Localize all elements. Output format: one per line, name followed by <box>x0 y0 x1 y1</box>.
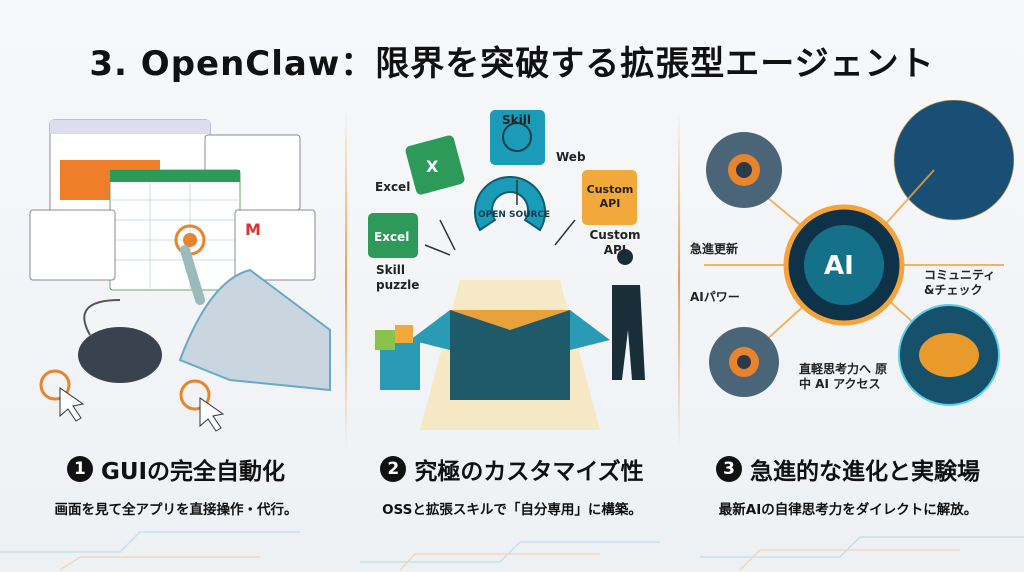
number-badge: 3 <box>716 456 742 482</box>
label-ai-power: AIパワー <box>690 290 740 304</box>
section-heading: 急進的な進化と実験場 <box>750 459 980 485</box>
section-heading: GUIの完全自動化 <box>100 459 286 485</box>
circuit-decoration <box>0 531 1024 571</box>
excel-puzzle-piece <box>405 135 465 195</box>
label-excel: Excel <box>375 180 411 194</box>
svg-text:X: X <box>426 157 439 176</box>
label-direct-access: 直軽思考力へ 原中 AI アクセス <box>799 362 888 391</box>
label-ai: AI <box>824 251 854 281</box>
mouse-icon <box>78 327 162 383</box>
person-silhouette <box>612 249 645 380</box>
section-description: OSSと拡張スキルで「自分専用」に構築。 <box>382 502 642 518</box>
section-description: 画面を見て全アプリを直接操作・代行。 <box>54 502 298 518</box>
excel-skill-puzzle-piece <box>368 213 418 258</box>
section-heading: 究極のカスタマイズ性 <box>414 459 644 485</box>
svg-text:M: M <box>245 220 261 239</box>
label-rapid-update: 急進更新 <box>690 242 739 256</box>
label-web: Web <box>556 150 586 164</box>
cursor-icon <box>199 397 225 432</box>
section-3-caption: 3 急進的な進化と実験場 最新AIの自律思考力をダイレクトに解放。 <box>678 452 1018 518</box>
customization-illustration: X Skill Web Excel Excel Skill puzzle Cus… <box>350 100 680 440</box>
cursor-icon <box>59 387 85 422</box>
section-description: 最新AIの自律思考力をダイレクトに解放。 <box>718 502 978 518</box>
label-custom-api-piece: Custom API <box>586 183 634 210</box>
spreadsheet-window <box>109 169 241 291</box>
open-source-logo <box>474 175 546 232</box>
globe-icon <box>502 122 532 152</box>
label-skill-puzzle: Skill puzzle <box>376 263 420 292</box>
label-open-source: OPEN SOURCE <box>478 210 551 220</box>
label-community: コミュニティ &チェック <box>924 268 996 297</box>
label-excel-piece: Excel <box>374 230 410 244</box>
page-title: 3. OpenClaw：限界を突破する拡張型エージェント <box>89 44 935 84</box>
label-skill: Skill <box>502 113 531 127</box>
number-badge: 2 <box>380 456 407 482</box>
divider <box>345 110 347 450</box>
ai-evolution-illustration: AI 急進更新 AIパワー コミュニティ &チェック 直軽思考力へ 原中 AI … <box>684 99 1015 440</box>
gear-icon <box>706 132 782 208</box>
section-2-caption: 2 究極のカスタマイズ性 OSSと拡張スキルで「自分専用」に構築。 <box>342 452 682 518</box>
number-badge: 1 <box>66 456 93 482</box>
brain-icon <box>919 333 979 377</box>
custom-api-puzzle-piece <box>582 170 637 225</box>
label-custom-api: Custom API <box>589 228 641 257</box>
section-1-caption: 1 GUIの完全自動化 画面を見て全アプリを直接操作・代行。 <box>6 452 346 518</box>
web-puzzle-piece <box>490 110 545 165</box>
gear-icon <box>709 327 779 397</box>
globe-icon <box>894 100 1014 220</box>
robot-hand <box>178 268 331 392</box>
gui-automation-illustration: M <box>10 100 340 440</box>
divider <box>678 110 680 450</box>
